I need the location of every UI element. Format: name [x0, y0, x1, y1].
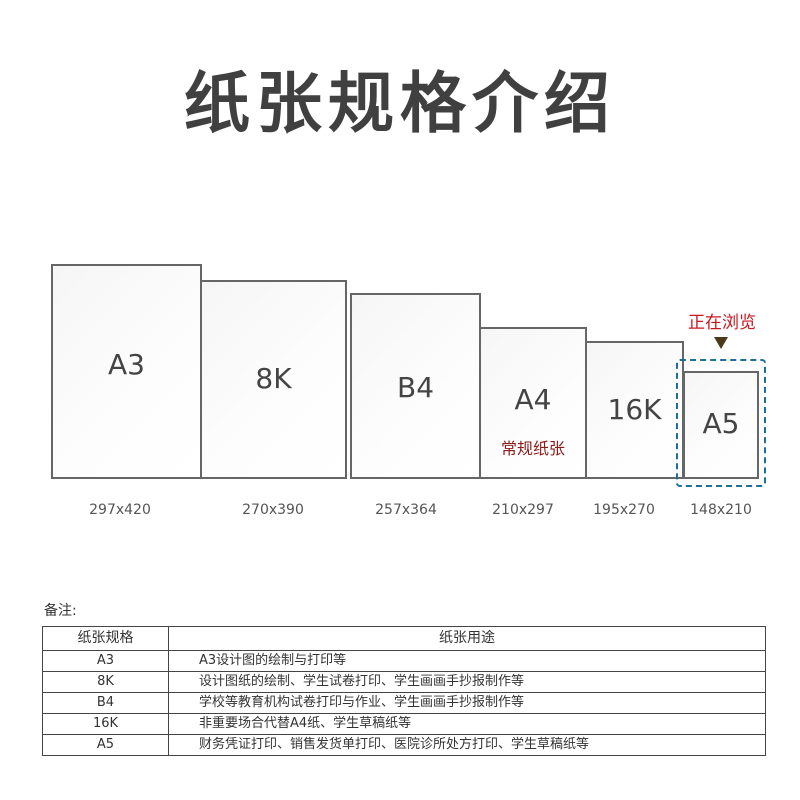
paper-name: A4 [514, 383, 552, 416]
notes-label: 备注: [44, 603, 77, 619]
paper-size-16k: 195x270 [593, 502, 655, 518]
cell-use: 学校等教育机构试卷打印与作业、学生画画手抄报制作等 [168, 692, 766, 714]
table-row: A3 A3设计图的绘制与打印等 [42, 650, 766, 672]
paper-size-8k: 270x390 [242, 502, 304, 518]
table-row: 8K 设计图纸的绘制、学生试卷打印、学生画画手抄报制作等 [42, 671, 766, 693]
paper-name: A3 [108, 348, 145, 381]
down-arrow-icon [714, 337, 728, 349]
page-title: 纸张规格介绍 [184, 65, 616, 142]
header-spec: 纸张规格 [42, 626, 169, 651]
cell-use: A3设计图的绘制与打印等 [168, 650, 766, 672]
cell-use: 设计图纸的绘制、学生试卷打印、学生画画手抄报制作等 [168, 671, 766, 693]
paper-a3: A3 [51, 264, 202, 479]
paper-name: 16K [607, 393, 662, 426]
table-row: B4 学校等教育机构试卷打印与作业、学生画画手抄报制作等 [42, 692, 766, 714]
cell-spec: 8K [42, 671, 169, 693]
cell-use: 非重要场合代替A4纸、学生草稿纸等 [168, 713, 766, 735]
paper-name: B4 [396, 371, 435, 404]
current-paper-highlight [676, 359, 766, 487]
paper-size-a5: 148x210 [690, 502, 752, 518]
paper-size-b4: 257x364 [375, 502, 437, 518]
currently-browsing-label: 正在浏览 [688, 313, 756, 333]
paper-a5: A5 [683, 371, 759, 479]
cell-spec: 16K [42, 713, 169, 735]
table-row: 16K 非重要场合代替A4纸、学生草稿纸等 [42, 713, 766, 735]
cell-spec: A5 [42, 734, 169, 756]
paper-name: A5 [702, 407, 740, 440]
table-header-row: 纸张规格 纸张用途 [42, 626, 766, 651]
paper-a4: A4 常规纸张 [479, 327, 587, 479]
cell-spec: A3 [42, 650, 169, 672]
paper-16k: 16K [585, 341, 684, 479]
cell-use: 财务凭证打印、销售发货单打印、医院诊所处方打印、学生草稿纸等 [168, 734, 766, 756]
paper-usage-table: 纸张规格 纸张用途 A3 A3设计图的绘制与打印等 8K 设计图纸的绘制、学生试… [42, 626, 766, 756]
table-row: A5 财务凭证打印、销售发货单打印、医院诊所处方打印、学生草稿纸等 [42, 734, 766, 756]
cell-spec: B4 [42, 692, 169, 714]
paper-8k: 8K [200, 280, 347, 479]
header-use: 纸张用途 [168, 626, 766, 651]
paper-size-a4: 210x297 [492, 502, 554, 518]
paper-name: 8K [255, 362, 292, 395]
paper-size-a3: 297x420 [89, 502, 151, 518]
paper-b4: B4 [350, 293, 481, 479]
paper-note: 常规纸张 [500, 439, 565, 458]
